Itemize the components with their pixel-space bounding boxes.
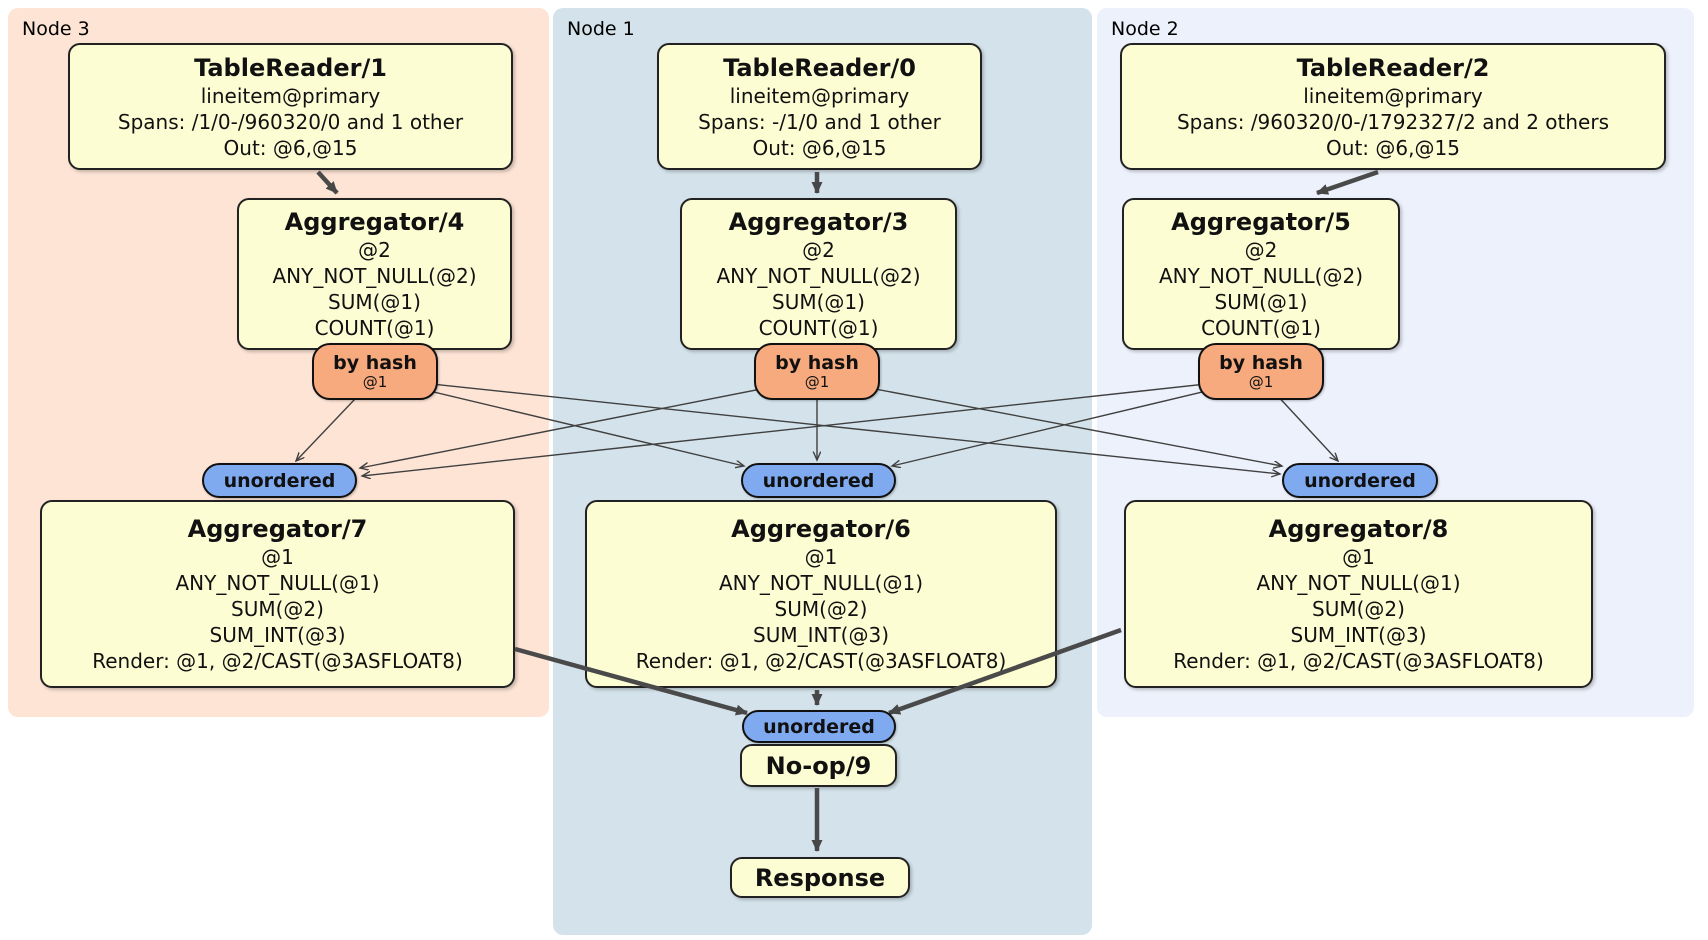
- node-group-label: Node 3: [22, 18, 90, 40]
- processor-detail-line: lineitem@primary: [729, 83, 910, 108]
- processor-box-response: Response: [730, 857, 910, 898]
- processor-detail-line: ANY_NOT_NULL(@1): [719, 571, 923, 595]
- processor-detail-line: SUM(@1): [328, 290, 421, 314]
- processor-detail-line: Out: @6,@15: [1326, 135, 1460, 160]
- processor-detail-line: @1: [804, 545, 838, 569]
- processor-title: Aggregator/3: [728, 208, 909, 236]
- processor-detail-line: ANY_NOT_NULL(@2): [1159, 264, 1363, 288]
- by-hash-router-pill: by hash@1: [1198, 343, 1324, 400]
- processor-detail-line: SUM(@1): [772, 290, 865, 314]
- processor-detail-line: COUNT(@1): [1201, 316, 1321, 340]
- processor-detail-line: Render: @1, @2/CAST(@3ASFLOAT8): [92, 649, 463, 673]
- processor-detail-line: ANY_NOT_NULL(@1): [175, 571, 380, 595]
- processor-detail-line: lineitem@primary: [1303, 83, 1483, 108]
- node-group-label: Node 1: [567, 18, 635, 40]
- router-hash-column: @1: [362, 373, 388, 391]
- processor-detail-line: ANY_NOT_NULL(@2): [716, 264, 921, 288]
- processor-detail-line: Render: @1, @2/CAST(@3ASFLOAT8): [635, 649, 1007, 673]
- by-hash-router-pill: by hash@1: [312, 343, 438, 400]
- node-group-label: Node 2: [1111, 18, 1179, 40]
- stream-label: unordered: [763, 715, 875, 738]
- processor-title: Response: [754, 863, 886, 892]
- processor-detail-line: @1: [1342, 545, 1375, 569]
- unordered-stream-pill: unordered: [742, 710, 896, 743]
- router-hash-column: @1: [804, 373, 830, 391]
- router-label: by hash: [775, 352, 859, 374]
- processor-detail-line: lineitem@primary: [200, 83, 381, 108]
- processor-detail-line: SUM(@2): [774, 597, 868, 621]
- by-hash-router-pill: by hash@1: [754, 343, 880, 400]
- processor-title: No-op/9: [765, 751, 872, 780]
- processor-detail-line: ANY_NOT_NULL(@1): [1256, 571, 1461, 595]
- processor-box-no-op-9: No-op/9: [740, 744, 897, 787]
- processor-detail-line: Out: @6,@15: [752, 135, 887, 160]
- processor-detail-line: Spans: /1/0-/960320/0 and 1 other: [117, 109, 464, 134]
- processor-detail-line: Spans: /960320/0-/1792327/2 and 2 others: [1176, 109, 1609, 134]
- processor-title: Aggregator/8: [1268, 515, 1449, 543]
- processor-detail-line: SUM(@1): [1214, 290, 1308, 314]
- processor-title: TableReader/2: [1296, 53, 1490, 82]
- stream-label: unordered: [762, 469, 875, 492]
- processor-detail-line: COUNT(@1): [314, 316, 435, 340]
- processor-detail-line: Spans: -/1/0 and 1 other: [698, 109, 941, 134]
- stream-label: unordered: [1304, 469, 1416, 492]
- processor-title: Aggregator/4: [284, 208, 465, 236]
- processor-detail-line: SUM_INT(@3): [753, 623, 889, 647]
- processor-detail-line: Out: @6,@15: [223, 135, 358, 160]
- processor-detail-line: @2: [1244, 238, 1278, 262]
- unordered-stream-pill: unordered: [1282, 463, 1438, 498]
- processor-detail-line: SUM_INT(@3): [209, 623, 346, 647]
- processor-detail-line: COUNT(@1): [758, 316, 879, 340]
- processor-title: TableReader/0: [723, 53, 916, 82]
- processor-title: Aggregator/6: [731, 515, 911, 543]
- unordered-stream-pill: unordered: [202, 463, 357, 498]
- processor-detail-line: @2: [802, 238, 835, 262]
- unordered-stream-pill: unordered: [741, 463, 896, 498]
- router-label: by hash: [333, 352, 417, 374]
- processor-detail-line: SUM(@2): [1312, 597, 1405, 621]
- processor-title: Aggregator/5: [1171, 208, 1351, 236]
- router-hash-column: @1: [1248, 373, 1274, 391]
- processor-detail-line: @1: [261, 545, 294, 569]
- processor-detail-line: SUM(@2): [231, 597, 324, 621]
- router-label: by hash: [1219, 352, 1303, 374]
- processor-detail-line: SUM_INT(@3): [1290, 623, 1427, 647]
- processor-detail-line: Render: @1, @2/CAST(@3ASFLOAT8): [1173, 649, 1544, 673]
- processor-detail-line: @2: [358, 238, 391, 262]
- processor-title: TableReader/1: [194, 53, 387, 82]
- processor-title: Aggregator/7: [187, 515, 368, 543]
- processor-detail-line: ANY_NOT_NULL(@2): [272, 264, 477, 288]
- stream-label: unordered: [223, 469, 336, 492]
